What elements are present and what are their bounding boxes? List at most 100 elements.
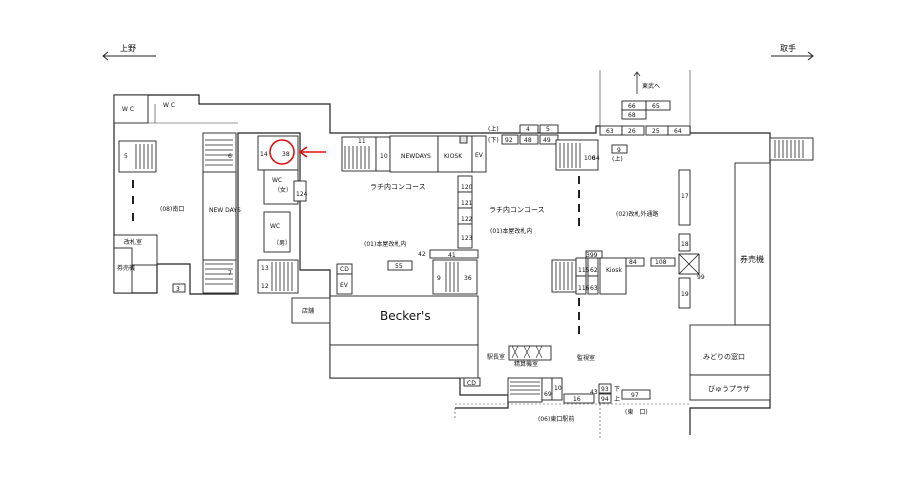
n3-label: 3 <box>176 286 180 293</box>
box-55 <box>387 260 413 271</box>
ev-concourse-label: EV <box>475 152 484 159</box>
direction-left-label: 上野 <box>120 44 136 53</box>
n97-label: 97 <box>631 392 639 399</box>
n7-label: 7 <box>228 270 232 277</box>
stair-hatch <box>205 139 233 285</box>
box-18 <box>678 233 691 252</box>
gate-marks-left <box>132 180 134 221</box>
beckers-back <box>329 344 479 379</box>
n26-label: 26 <box>628 128 636 135</box>
n9-label: 9 <box>617 147 621 154</box>
n64b-label: 64 <box>592 155 600 162</box>
stair-100-64 <box>555 139 599 171</box>
n42-label: 42 <box>418 251 426 258</box>
n63b-label: 63 <box>590 285 598 292</box>
stair-hatch <box>135 144 153 169</box>
n43-label: 43 <box>590 389 598 396</box>
up-bottom-marker: 上 <box>614 395 620 403</box>
down-bottom-marker: 下 <box>614 386 620 393</box>
n100-label: 100 <box>584 155 596 162</box>
n69-label: 69 <box>544 391 552 398</box>
ticket-machine-right-label: 券売機 <box>740 254 764 264</box>
stair-hatch <box>344 146 370 169</box>
stair-11 <box>341 136 377 172</box>
beckers-label: Becker's <box>380 309 431 323</box>
n94-label: 94 <box>601 396 609 403</box>
n11-label: 11 <box>358 138 366 145</box>
main-gate-inner-1: (01)本屋改札内 <box>364 240 406 248</box>
n122-label: 122 <box>461 216 473 223</box>
box-41 <box>429 249 479 259</box>
top-right-boxes <box>501 100 691 145</box>
n16-label: 16 <box>573 396 581 403</box>
view-plaza <box>689 374 771 401</box>
midori-window <box>689 324 771 376</box>
box-3 <box>172 283 186 293</box>
wc-men-note: （男） <box>273 240 291 247</box>
n108-label: 108 <box>655 259 667 266</box>
stair-hatch <box>271 262 293 291</box>
n93-label: 93 <box>601 386 609 393</box>
stair-5 <box>118 140 157 173</box>
box-9 <box>611 144 628 154</box>
rachi-concourse-2: ラチ内コンコース <box>489 205 545 214</box>
wc-women-label: WC <box>272 177 282 184</box>
n9b-label: 9 <box>437 275 441 282</box>
dashed-boundary <box>454 403 690 438</box>
main-gate-inner-2: (01)本屋改札内 <box>490 227 532 235</box>
highlight-arrow <box>298 146 326 158</box>
stair-9-36 <box>432 259 478 295</box>
direction-right: 取手 <box>771 43 814 61</box>
kanshi-label: 監視室 <box>577 354 595 362</box>
stair-hatch <box>774 140 804 158</box>
n63-label: 63 <box>606 128 614 135</box>
newdays-west <box>202 171 237 261</box>
stair-hatch <box>445 262 459 292</box>
beckers <box>329 295 479 346</box>
newdays-concourse <box>389 135 439 173</box>
n19-label: 19 <box>681 291 689 298</box>
stair-hatch <box>555 262 577 290</box>
n68-label: 68 <box>628 112 636 119</box>
wc-men-label: WC <box>270 223 280 230</box>
east-exit-label: (東 口) <box>625 408 648 416</box>
n399-label: 399 <box>586 252 598 259</box>
box-93 <box>598 383 612 394</box>
stair-13-12 <box>257 259 299 294</box>
n18-label: 18 <box>681 241 689 248</box>
n120-label: 120 <box>461 184 473 191</box>
n92-label: 92 <box>505 137 513 144</box>
n17-label: 17 <box>681 193 689 200</box>
box-16 <box>563 393 595 404</box>
east-exit-arrow <box>633 71 641 94</box>
south-exit-label: (08)南口 <box>160 205 184 213</box>
n65-label: 65 <box>652 103 660 110</box>
wc-box-1 <box>113 94 149 124</box>
ticket-machine-left-label: 券売機 <box>117 264 135 272</box>
n64-label: 64 <box>674 128 682 135</box>
cd-bottom <box>463 377 481 387</box>
rachi-concourse-1: ラチ内コンコース <box>370 182 426 191</box>
gate-outer-label: (02)改札外通路 <box>616 210 658 218</box>
n38-label: 38 <box>282 151 290 158</box>
n121-label: 121 <box>461 200 473 207</box>
n5b-label: 5 <box>546 126 550 133</box>
ev-lower <box>336 273 353 295</box>
n124-label: 124 <box>296 191 308 198</box>
midori-label: みどりの窓口 <box>703 352 745 361</box>
stair-14-38 <box>257 135 299 171</box>
ev-concourse <box>471 135 487 173</box>
box-84 <box>625 257 645 267</box>
kiosk-icon <box>459 135 468 144</box>
wc-men <box>263 211 291 253</box>
stair-hatch <box>559 143 581 168</box>
n115-label: 115 <box>578 267 590 274</box>
box-17 <box>678 169 691 226</box>
box-94 <box>598 393 612 404</box>
newdays-concourse-label: NEWDAYS <box>401 153 431 160</box>
n6-label: 6 <box>228 153 232 160</box>
box-97 <box>621 389 651 400</box>
n116-label: 116 <box>578 285 590 292</box>
box-stack-120 <box>457 175 473 249</box>
